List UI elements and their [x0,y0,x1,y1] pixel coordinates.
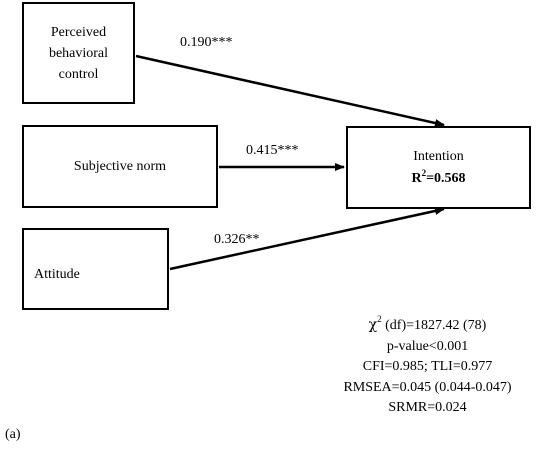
pbc-label-line-3: control [58,66,99,82]
intention-label: Intention [413,148,464,164]
chi-square-value: (df)=1827.42 (78) [381,318,487,333]
fit-statistics: χ2 (df)=1827.42 (78) p-value<0.001 CFI=0… [315,315,540,419]
perceived-behavioral-control-label: Perceived behavioral control [34,22,124,85]
pbc-label-line-1: Perceived [50,24,107,40]
panel-label: (a) [5,427,21,442]
chi-symbol: χ [368,317,378,333]
coefficient-pbc: 0.190*** [180,35,233,50]
subjective-norm-box: Subjective norm [22,125,218,208]
pbc-label-line-2: behavioral [48,45,109,61]
r-squared-symbol: R [411,170,422,186]
arrow-attitude-to-intention [169,207,445,271]
coefficient-subjective-norm: 0.415*** [246,143,299,158]
coefficient-attitude: 0.326** [214,232,260,247]
chi-superscript: 2 [377,314,382,324]
attitude-label: Attitude [34,266,80,282]
attitude-box: Attitude [22,228,169,310]
r-squared-value: R2=0.568 [411,168,465,190]
p-value-line: p-value<0.001 [386,338,469,354]
r-squared-number: =0.568 [426,170,466,186]
perceived-behavioral-control-box: Perceived behavioral control [22,2,135,104]
cfi-tli-line: CFI=0.985; TLI=0.977 [362,359,493,374]
chi-square-line: χ2 (df)=1827.42 (78) [315,315,540,337]
intention-box: Intention R2=0.568 [346,126,531,209]
srmr-line: SRMR=0.024 [388,400,467,415]
r-squared-superscript: 2 [421,167,427,178]
rmsea-line: RMSEA=0.045 (0.044-0.047) [343,379,512,395]
arrow-pbc-to-intention [135,54,445,127]
subjective-norm-label: Subjective norm [73,159,167,174]
